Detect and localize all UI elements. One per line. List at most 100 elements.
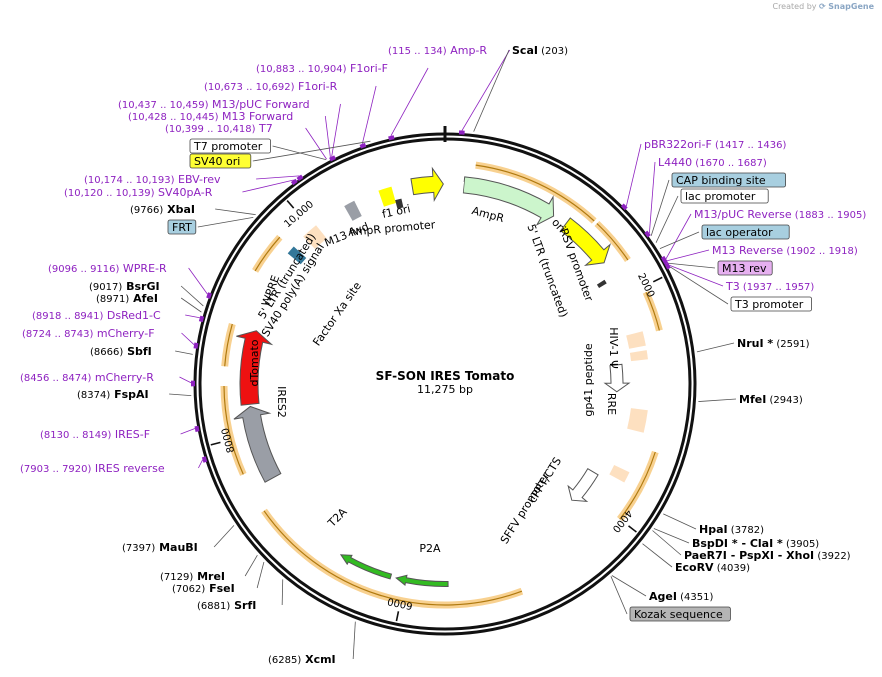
inner-label-ires2-14: IRES2 [275, 386, 288, 418]
leader-t7 [305, 127, 327, 160]
watermark-brand: SnapGene [828, 2, 874, 11]
label-mcherry-f[interactable]: (8724 .. 8743) mCherry-F [22, 327, 155, 340]
text-paer7i-pspxi-xhoi: PaeR7I - PspXI - XhoI (3922) [684, 549, 851, 562]
label-sbfi[interactable]: (8666) SbfI [90, 345, 152, 358]
label-m13-reverse[interactable]: M13 Reverse (1902 .. 1918) [712, 244, 858, 257]
label-paer7i-pspxi-xhoi[interactable]: PaeR7I - PspXI - XhoI (3922) [684, 549, 851, 562]
snapgene-watermark: Created by ⟳ SnapGene [772, 2, 874, 11]
leader-wpre-r [188, 267, 208, 295]
tick-6000 [395, 611, 400, 622]
dtomato-feature [236, 330, 274, 406]
label-maubi[interactable]: (7397) MauBI [122, 541, 198, 554]
leader-ecorv [642, 543, 673, 568]
label-f1ori-f[interactable]: (10,883 .. 10,904) F1ori-F [256, 62, 388, 75]
m13-fwd-mark [395, 198, 404, 209]
band-wpre-line [254, 236, 281, 272]
outer-labels[interactable]: (115 .. 134) Amp-R ScaI (203) (10,883 .. 1… [20, 44, 866, 666]
leader-mcherry-r [179, 376, 192, 384]
label-t7-promoter[interactable]: T7 promoter [189, 138, 271, 154]
primer-mark-t3 [664, 262, 671, 270]
label-xbai[interactable]: (9766) XbaI [130, 203, 195, 216]
label-m13-forward[interactable]: (10,428 .. 10,445) M13 Forward [128, 110, 293, 123]
label-kozak-sequence[interactable]: Kozak sequence [629, 606, 731, 622]
label-dsred1-c[interactable]: (8918 .. 8941) DsRed1-C [32, 309, 161, 322]
label-m13-rev[interactable]: M13 rev [717, 260, 773, 276]
box-text-lac-promoter: lac promoter [685, 190, 756, 203]
label-cap-binding-site[interactable]: CAP binding site [671, 172, 786, 188]
t2a-feature [395, 574, 449, 587]
label-hpai[interactable]: HpaI (3782) [699, 523, 764, 536]
label-m13-puc-forward[interactable]: (10,437 .. 10,459) M13/pUC Forward [118, 98, 310, 111]
label-t3[interactable]: T3 (1937 .. 1957) [725, 280, 814, 293]
rre-feature [627, 408, 648, 433]
leader-ires-f [180, 428, 196, 435]
leader-scai [473, 49, 510, 132]
label-lac-promoter[interactable]: lac promoter [680, 188, 769, 204]
label-fsei[interactable]: (7062) FseI [172, 582, 235, 595]
leader-agei [611, 575, 647, 597]
leader-cap-binding-site [650, 179, 670, 236]
inner-label-hiv-1-7: HIV-1 Ψ [607, 327, 620, 369]
leader-amp-r [461, 49, 511, 131]
label-sv40pa-r[interactable]: (10,120 .. 10,139) SV40pA-R [64, 186, 213, 199]
label-amp-r[interactable]: (115 .. 134) Amp-R [388, 44, 487, 57]
band-rsv-line [645, 291, 660, 331]
text-bspdi-clai: BspDI * - ClaI * (3905) [692, 537, 819, 550]
label-bspdi-clai[interactable]: BspDI * - ClaI * (3905) [692, 537, 819, 550]
ampr-feature [462, 176, 555, 226]
label-agei[interactable]: AgeI (4351) [649, 590, 713, 603]
inner-label-t2a-12: T2A [325, 505, 350, 530]
leader-ebv-rev [256, 175, 300, 180]
primer-mark-wpre-r [206, 292, 212, 299]
label-wpre-r[interactable]: (9096 .. 9116) WPRE-R [48, 262, 167, 275]
label-ebv-rev[interactable]: (10,174 .. 10,193) EBV-rev [84, 173, 221, 186]
label-afei[interactable]: (8971) AfeI [96, 292, 158, 305]
watermark-created-by: Created by [772, 2, 817, 11]
label-l4440[interactable]: L4440 (1670 .. 1687) [658, 156, 767, 169]
rsv-promoter-arrow [603, 363, 631, 393]
label-xcmi[interactable]: (6285) XcmI [268, 653, 336, 666]
label-mrei[interactable]: (7129) MreI [160, 570, 225, 583]
label-fspai[interactable]: (8374) FspAI [77, 388, 149, 401]
label-srfi[interactable]: (6881) SrfI [197, 599, 256, 612]
label-ires-f[interactable]: (8130 .. 8149) IRES-F [40, 428, 150, 441]
leader-kozak-sequence [610, 576, 628, 615]
inner-label-p2a-13: P2A [419, 542, 441, 555]
leader-sv40pa-r [242, 179, 294, 193]
label-scai[interactable]: ScaI (203) [512, 44, 568, 57]
leader-f1ori-r [361, 85, 377, 144]
band-dtomato-line [224, 323, 233, 367]
plasmid-size: 11,275 bp [417, 383, 473, 396]
ori-feature [559, 217, 612, 266]
label-frt[interactable]: FRT [167, 219, 197, 235]
label-mfei[interactable]: MfeI (2943) [739, 393, 803, 406]
label-ires-reverse[interactable]: (7903 .. 7920) IRES reverse [20, 462, 165, 475]
plasmid-title-block: SF-SON IRES Tomato 11,275 bp [376, 369, 515, 396]
label-pbr322ori-f[interactable]: pBR322ori-F (1417 .. 1436) [644, 138, 786, 151]
box-t3-promoter [730, 296, 812, 312]
label-nrui[interactable]: NruI * (2591) [737, 337, 810, 350]
label-sv40-ori[interactable]: SV40 ori [189, 153, 252, 169]
box-text-frt: FRT [172, 221, 192, 234]
label-lac-operator[interactable]: lac operator [701, 224, 790, 240]
leader-xcmi [352, 621, 356, 660]
label-f1ori-r[interactable]: (10,673 .. 10,692) F1ori-R [204, 80, 338, 93]
leader-t3 [669, 265, 724, 287]
tick-label-2000: 2000 [635, 272, 656, 300]
tick-10000 [286, 200, 295, 209]
leader-xbai [215, 208, 256, 216]
label-mcherry-r[interactable]: (8456 .. 8474) mCherry-R [20, 371, 154, 384]
label-m13-puc-reverse[interactable]: M13/pUC Reverse (1883 .. 1905) [694, 208, 866, 221]
text-f1ori-f: (10,883 .. 10,904) F1ori-F [256, 62, 388, 75]
label-t3-promoter[interactable]: T3 promoter [730, 296, 812, 312]
inner-label-dtomato-15: dTomato [248, 339, 261, 386]
label-ecorv[interactable]: EcoRV (4039) [675, 561, 750, 574]
primer-mark-f1ori-r [359, 142, 367, 149]
leader-mfei [698, 398, 737, 402]
label-t7[interactable]: (10,399 .. 10,418) T7 [165, 122, 273, 135]
text-ires-f: (8130 .. 8149) IRES-F [40, 428, 150, 441]
sv40-ori-feature [378, 186, 397, 207]
label-bsrgi[interactable]: (9017) BsrGI [89, 280, 160, 293]
leader-m13-rev [668, 262, 716, 269]
